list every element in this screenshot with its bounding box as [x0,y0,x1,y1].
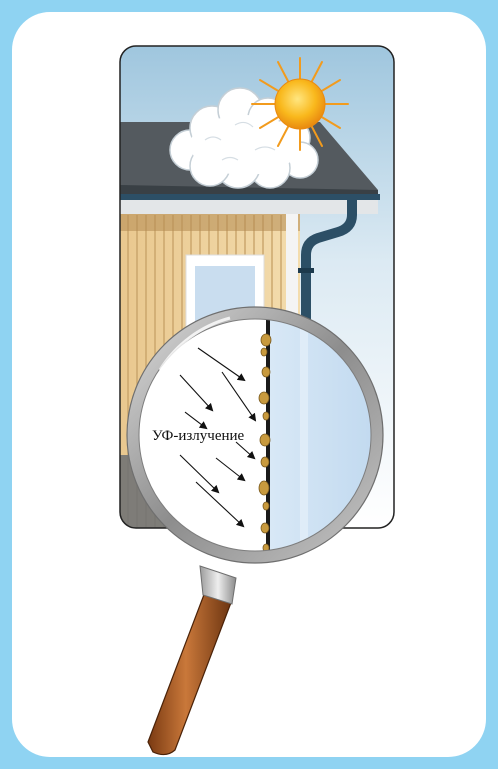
magnifier-handle [148,566,236,755]
gutter [120,194,380,200]
uv-radiation-label: УФ-излучение [152,428,244,445]
magnifying-glass-icon [127,307,400,755]
